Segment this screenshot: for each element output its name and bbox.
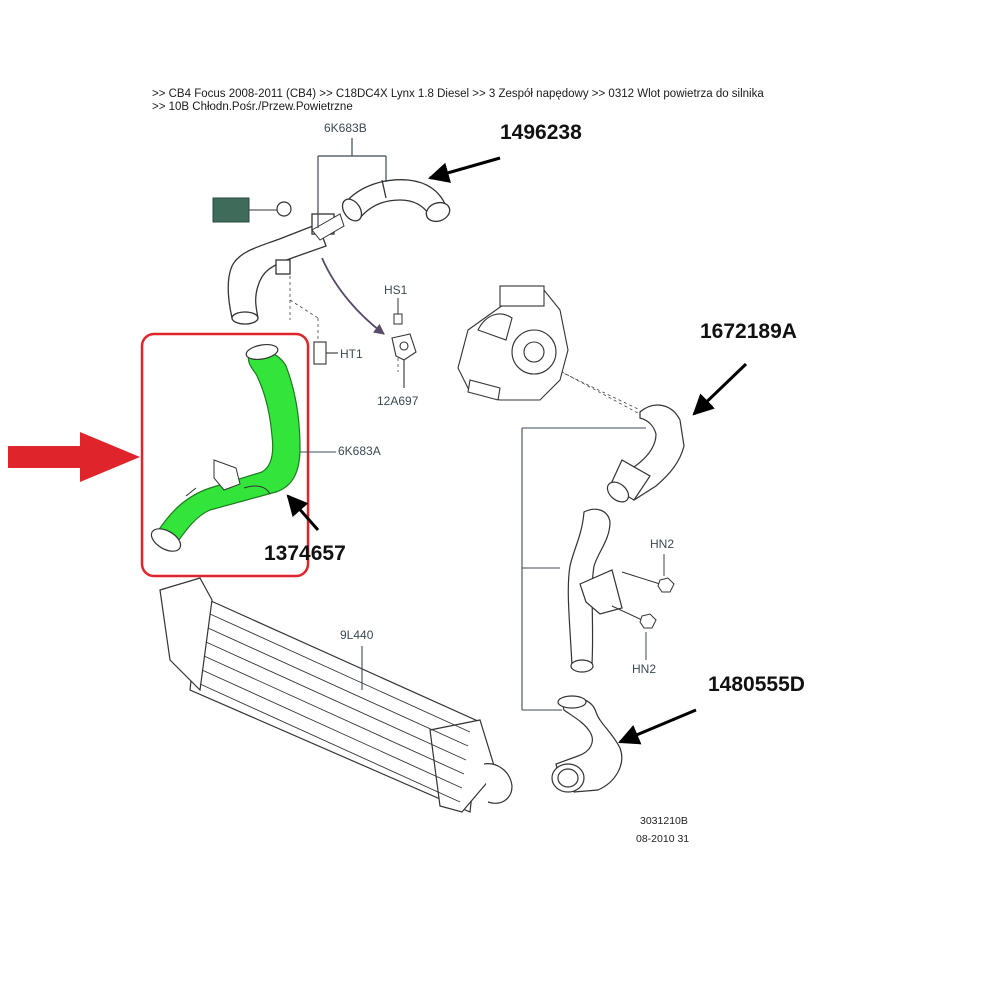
red-pointer-arrow (8, 432, 140, 482)
label-hn2-bottom: HN2 (632, 662, 657, 676)
date-code: 08-2010 31 (636, 833, 690, 845)
callout-1672189a: 1672189A (700, 320, 797, 343)
intercooler-9l440 (159, 577, 513, 813)
pipe-middle-right (567, 508, 623, 673)
arrow-1480555d (618, 708, 697, 745)
screw-hs1-icon (393, 298, 403, 325)
label-6k683b: 6K683B (324, 121, 367, 135)
label-hn2-top: HN2 (650, 537, 675, 551)
highlight-box (140, 332, 310, 578)
turbocharger (457, 285, 569, 401)
label-ht1: HT1 (340, 347, 363, 361)
nut-hn2-bottom-icon (611, 605, 657, 629)
intercooler-fins (199, 613, 471, 803)
callout-1480555d: 1480555D (708, 673, 805, 696)
hose-1374657 (150, 343, 301, 552)
label-12a697: 12A697 (377, 394, 419, 408)
diagram-id: 3031210B (640, 815, 688, 827)
sensor-arrow (321, 257, 385, 335)
breadcrumb-line-2: >> 10B Chłodn.Pośr./Przew.Powietrzne (152, 101, 353, 113)
hose-1496238 (341, 179, 451, 223)
label-hs1: HS1 (384, 283, 408, 297)
label-9l440: 9L440 (340, 628, 374, 642)
nut-hn2-top-icon (621, 571, 675, 593)
hose-1672189a (606, 404, 685, 503)
color-swatch-icon (212, 197, 250, 223)
nut-icon (276, 201, 292, 217)
bracket-6k683b (317, 138, 387, 228)
hose-clip (311, 213, 345, 241)
callout-1374657: 1374657 (264, 542, 346, 565)
bracket-right (521, 427, 646, 711)
breadcrumb-line-1: >> CB4 Focus 2008-2011 (CB4) >> C18DC4X … (152, 88, 764, 100)
clamp-ht1-icon (313, 341, 338, 365)
sensor-12a697-icon (391, 333, 417, 388)
callout-1496238: 1496238 (500, 121, 582, 144)
arrow-1672189a (692, 362, 748, 416)
arrow-1496238 (427, 156, 501, 183)
hose-1480555d (551, 695, 623, 793)
label-6k683a: 6K683A (338, 444, 381, 458)
arrow-1374657 (286, 494, 320, 531)
